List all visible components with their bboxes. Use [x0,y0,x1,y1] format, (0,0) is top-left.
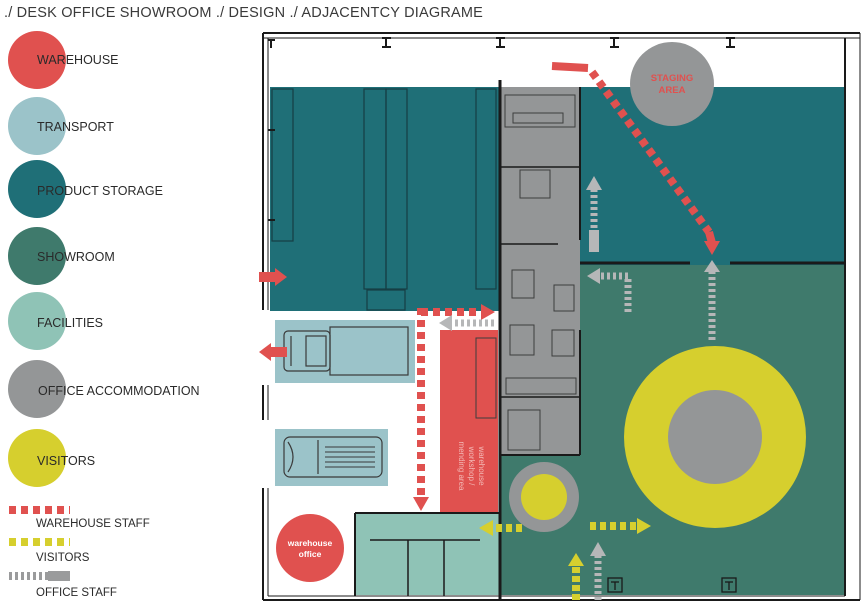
warehouse-office-label: warehouse [287,538,333,548]
line-legend-swatches [9,506,70,581]
facilities-zone [355,513,500,595]
legend-label: TRANSPORT [37,120,114,134]
product-storage-swatch [8,160,66,218]
office-staff-routes [452,190,716,600]
workshop-label: warehouse workshop / mending area [457,442,486,491]
legend-item-warehouse: WAREHOUSE [0,31,240,91]
visitor-routes [493,522,638,600]
workshop-label-line: workshop / [467,446,476,486]
office-furniture [475,94,577,451]
legend-line-label: WAREHOUSE STAFF [36,518,150,530]
interior-walls [354,80,845,600]
facilities-swatch [8,292,66,350]
legend-item-visitors: VISITORS [0,429,240,489]
legend-label: PRODUCT STORAGE [37,184,163,198]
staging-area-label: AREA [659,85,686,96]
office-staff-arrowheads [439,176,720,556]
workshop-zone [440,330,498,513]
legend-item-office-accommodation: OFFICE ACCOMMODATION [0,360,240,420]
visitor-arrowheads [479,518,651,566]
workshop-label-line: warehouse [477,445,486,486]
legend-item-showroom: SHOWROOM [0,227,240,287]
van-icon [283,436,383,478]
warehouse-staff-arrowheads [259,241,720,511]
visitors-zone-small [521,474,567,520]
product-storage-zone-west [270,87,500,311]
legend-item-product-storage: PRODUCT STORAGE [0,160,240,220]
warehouse-office [276,514,344,582]
storage-racks [271,88,497,311]
office-accommodation-swatch [8,360,66,418]
legend-label: WAREHOUSE [37,53,119,67]
warehouse-swatch [8,31,66,89]
legend-label: SHOWROOM [37,250,115,264]
page-title: ./ DESK OFFICE SHOWROOM ./ DESIGN ./ ADJ… [4,5,484,21]
staging-area-label: STAGING [651,73,694,84]
legend-item-facilities: FACILITIES [0,292,240,352]
outer-walls [262,32,861,601]
legend-label: OFFICE ACCOMMODATION [38,384,200,398]
legend-label: FACILITIES [37,316,103,330]
legend-item-transport: TRANSPORT [0,97,240,157]
visitors-swatch [8,429,66,487]
office-staff-dash [9,571,70,581]
transport-swatch [8,97,66,155]
display-plinth [668,390,762,484]
staging-area [630,42,714,126]
legend-line-label: VISITORS [36,552,90,564]
legend-line-label: OFFICE STAFF [36,587,117,599]
legend-label: VISITORS [37,454,96,468]
bottom-columns [607,577,737,593]
transport-bay-truck [275,320,415,383]
wall-columns [268,37,735,221]
showroom-swatch [8,227,66,285]
warehouse-office-label: office [299,549,322,559]
workshop-label-line: mending area [457,442,466,491]
